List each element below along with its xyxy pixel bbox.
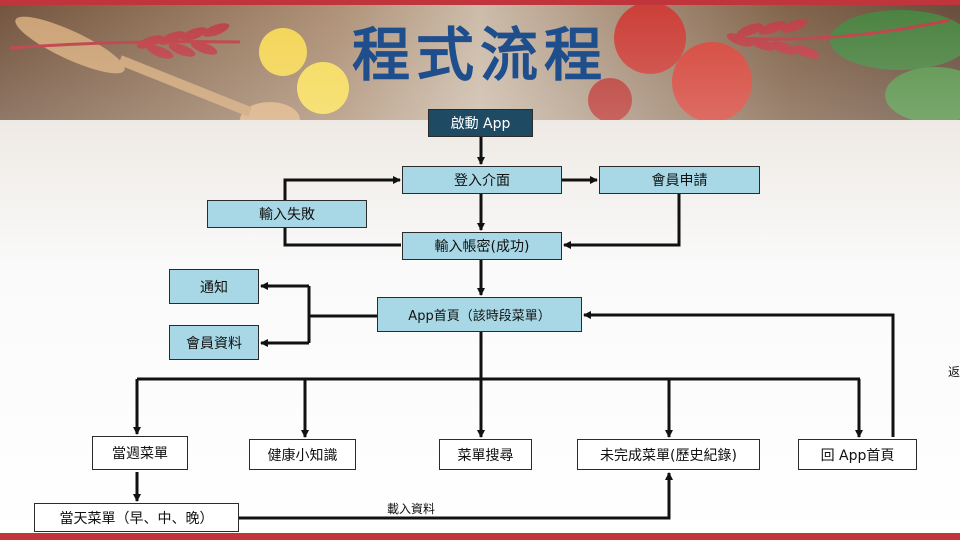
node-daily-menu: 當天菜單（早、中、晚）	[34, 503, 239, 532]
node-back-home: 回 App首頁	[798, 439, 917, 470]
node-app-home: App首頁（該時段菜單）	[377, 297, 582, 332]
node-menu-search: 菜單搜尋	[439, 439, 532, 470]
edge-label-clipped: 返	[948, 365, 960, 379]
node-register: 會員申請	[599, 166, 760, 194]
header-banner	[0, 0, 960, 120]
node-unfinished-menu: 未完成菜單(歷史紀錄)	[577, 439, 760, 470]
banner-overlay	[0, 0, 960, 120]
node-notification: 通知	[169, 269, 259, 304]
wheat-icon-right	[726, 18, 951, 59]
banner-decoration	[9, 2, 960, 120]
node-weekly-menu: 當週菜單	[92, 436, 188, 470]
node-member-info: 會員資料	[169, 325, 259, 360]
slide-title: 程式流程	[351, 21, 608, 89]
edge-label-load-data: 載入資料	[387, 502, 436, 516]
node-login-failed: 輸入失敗	[207, 200, 367, 228]
wheat-icon-left	[9, 23, 241, 59]
node-start-app: 啟動 App	[428, 109, 533, 137]
bottom-accent-bar	[0, 533, 960, 540]
node-login-success: 輸入帳密(成功)	[402, 232, 562, 260]
top-accent-bar	[0, 0, 960, 5]
node-health-tips: 健康小知識	[249, 439, 356, 470]
node-login: 登入介面	[402, 166, 562, 194]
